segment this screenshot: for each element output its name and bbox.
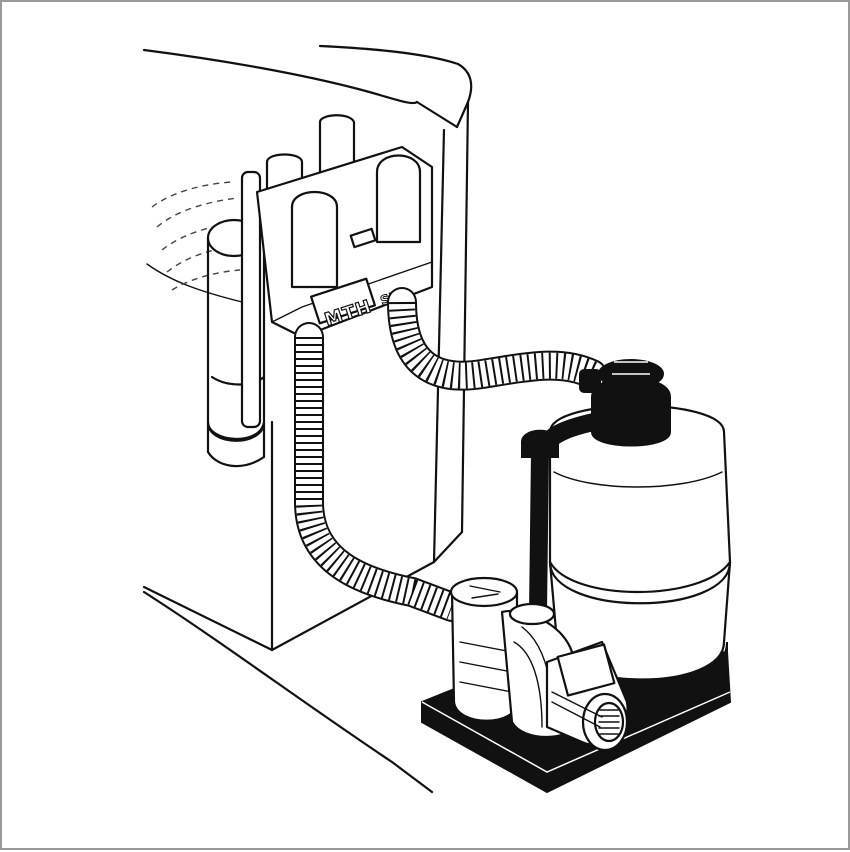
suction-hose: [294, 322, 467, 622]
motor: [545, 640, 629, 752]
riser-pipe: [521, 411, 611, 621]
multiport-valve: [579, 359, 671, 447]
water-ripples: [151, 181, 243, 291]
pool-wall: [142, 44, 473, 794]
return-hose: [387, 287, 607, 391]
skimmer-intake: [206, 170, 266, 468]
